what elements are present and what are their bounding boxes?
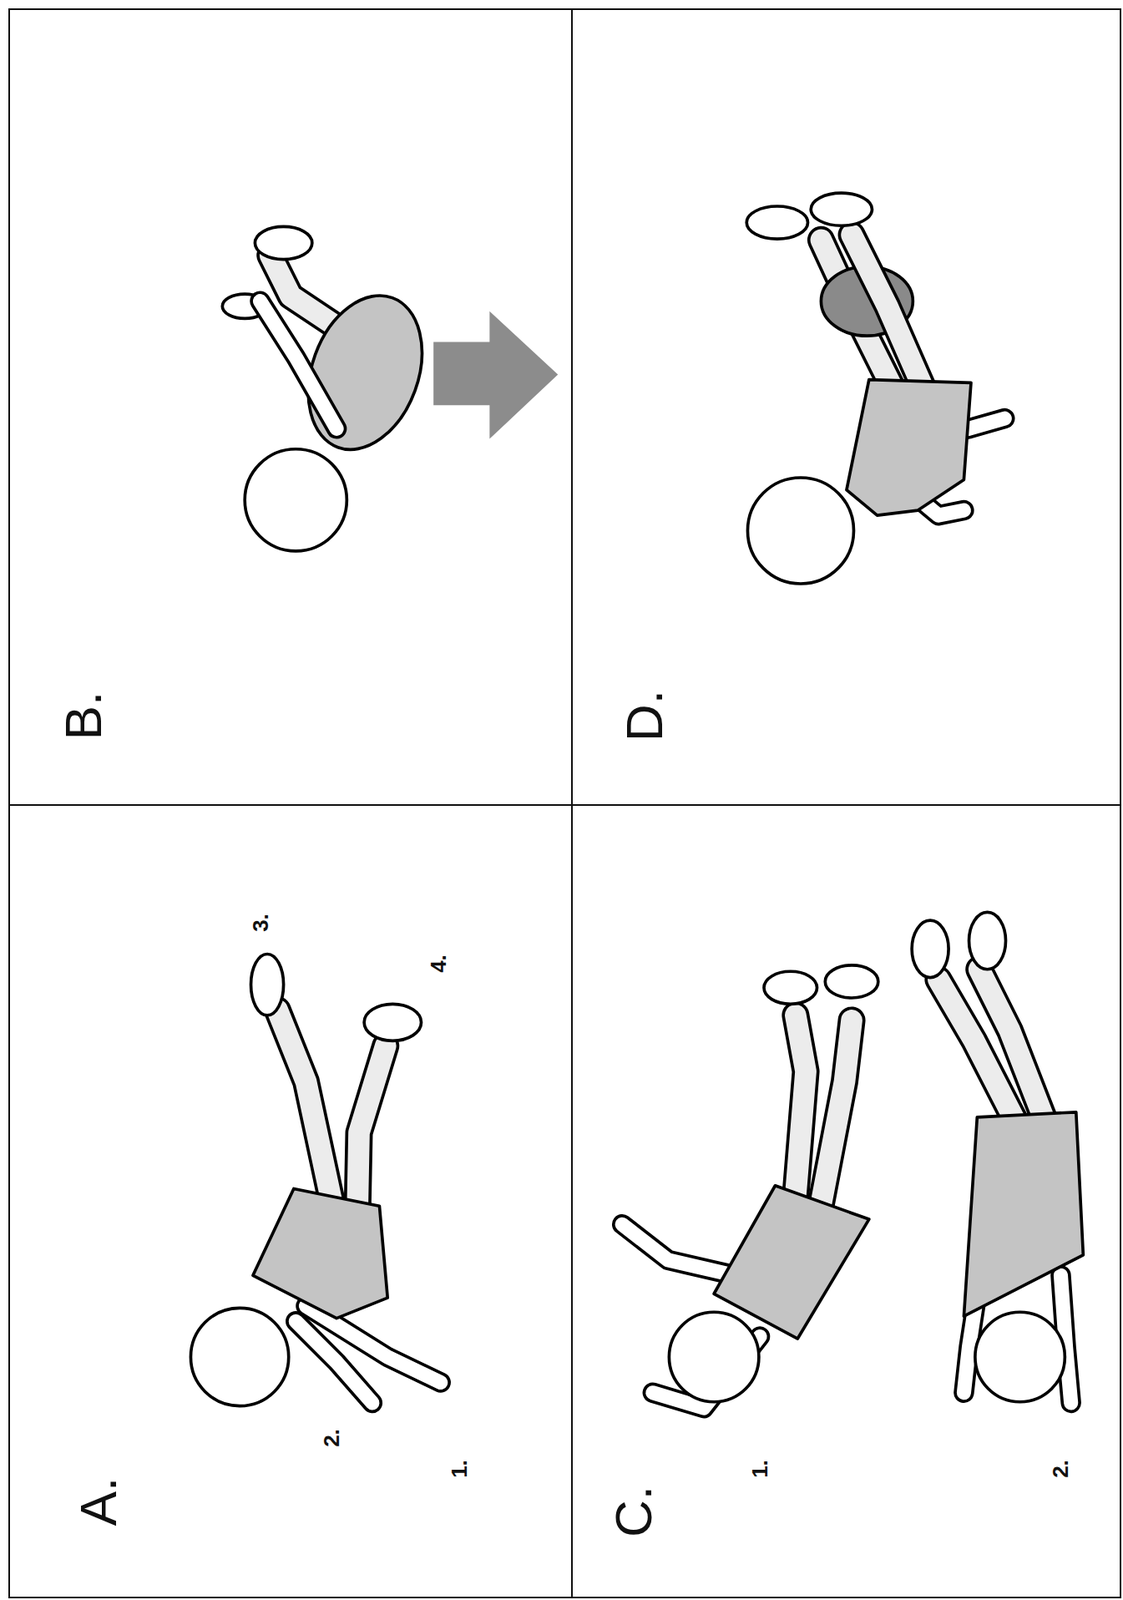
shirt xyxy=(963,1112,1083,1316)
foot xyxy=(251,953,284,1015)
panel-letter: D. xyxy=(618,689,671,742)
figure-c2 xyxy=(911,911,1083,1403)
foot xyxy=(746,206,808,239)
head xyxy=(668,1311,759,1402)
arm xyxy=(295,1320,373,1403)
arm xyxy=(622,1224,734,1275)
arm xyxy=(260,301,338,430)
figure-c1 xyxy=(622,965,879,1408)
callout-number: 4. xyxy=(427,954,450,973)
leg xyxy=(820,1020,852,1204)
foot xyxy=(969,911,1007,969)
figure-panel: B. xyxy=(8,8,573,806)
foot xyxy=(824,965,879,998)
callout-number: 1. xyxy=(748,1459,771,1478)
arm-outline xyxy=(295,1320,373,1403)
shirt xyxy=(252,1188,388,1318)
leg-outline xyxy=(795,1015,806,1196)
shirt xyxy=(713,1185,870,1339)
head xyxy=(244,449,347,552)
figure-panel: A. xyxy=(8,804,573,1599)
arm-outline xyxy=(622,1224,734,1275)
shirt xyxy=(846,379,972,516)
leg xyxy=(851,234,924,388)
panel-letter: B. xyxy=(57,691,110,741)
foot xyxy=(763,971,818,1004)
figure-panel: D. xyxy=(571,8,1122,806)
callout-number: 3. xyxy=(249,913,272,932)
figure-b xyxy=(222,226,558,551)
foot xyxy=(254,226,312,259)
head xyxy=(975,1311,1066,1402)
callout-number: 1. xyxy=(448,1459,471,1478)
leg xyxy=(795,1015,806,1196)
head xyxy=(190,1307,289,1406)
panel-letter: C. xyxy=(607,1485,660,1538)
callout-number: 2. xyxy=(1049,1459,1072,1478)
figure-panel: C. xyxy=(571,804,1122,1599)
callout-number: 2. xyxy=(320,1428,343,1447)
arm-outline xyxy=(260,301,338,430)
leg-outline xyxy=(820,1020,852,1204)
panel-letter: A. xyxy=(72,1477,125,1527)
foot xyxy=(810,192,872,226)
leg-outline xyxy=(851,234,924,388)
leg xyxy=(938,979,1016,1121)
figure-d xyxy=(746,192,1005,584)
foot xyxy=(911,920,949,977)
foot xyxy=(364,1003,421,1041)
figure-a xyxy=(190,953,441,1406)
arrow xyxy=(433,311,558,440)
leg-outline xyxy=(938,979,1016,1121)
head xyxy=(747,477,854,584)
